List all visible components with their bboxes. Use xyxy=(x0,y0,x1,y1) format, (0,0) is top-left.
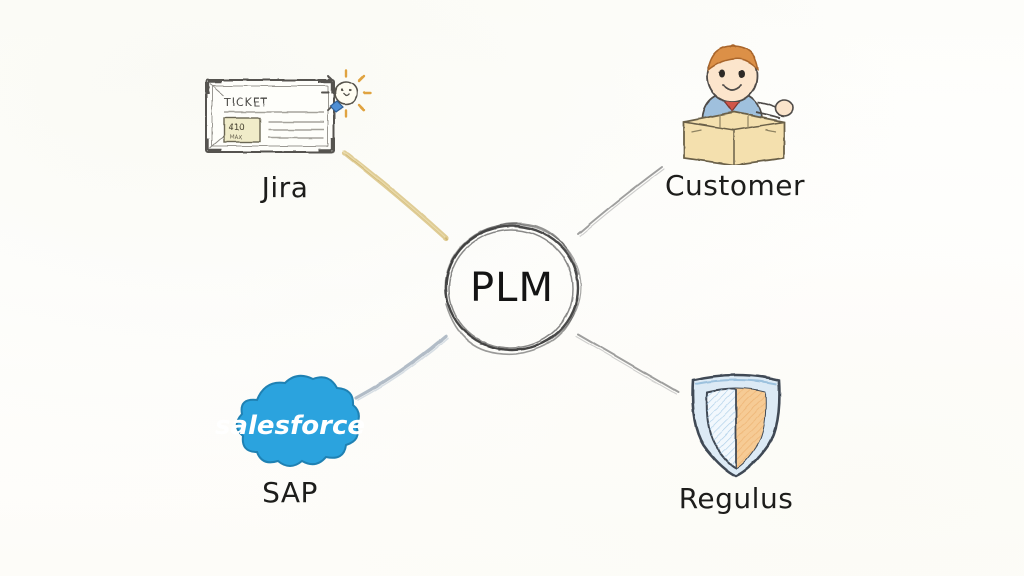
ticket-label: TICKET xyxy=(223,96,269,109)
hub-node-plm[interactable]: PLM xyxy=(432,212,592,364)
shield-icon xyxy=(681,366,791,478)
node-label-regulus: Regulus xyxy=(678,482,794,515)
node-label-customer: Customer xyxy=(664,169,805,202)
salesforce-cloud-icon: salesforce xyxy=(215,372,365,472)
node-label-jira: Jira xyxy=(261,171,309,204)
person-with-box-icon xyxy=(670,40,800,165)
edge-sap-plm xyxy=(354,334,449,401)
ticket-card-icon: TICKET 410 MAX xyxy=(198,62,373,167)
edge-regulus-plm xyxy=(575,333,679,395)
node-label-sap: SAP xyxy=(262,476,318,509)
hub-label: PLM xyxy=(470,265,554,311)
node-customer[interactable]: Customer xyxy=(635,40,835,202)
node-jira[interactable]: TICKET 410 MAX xyxy=(185,62,385,204)
svg-text:MAX: MAX xyxy=(229,134,242,141)
svg-text:410: 410 xyxy=(228,123,245,133)
edge-jira-plm xyxy=(342,150,449,241)
spark-burst-icon xyxy=(320,68,371,118)
salesforce-wordmark: salesforce xyxy=(215,411,365,441)
node-regulus[interactable]: Regulus xyxy=(636,366,836,515)
node-sap[interactable]: salesforce SAP xyxy=(190,372,390,509)
edge-customer-plm xyxy=(577,166,665,237)
sketch-circle xyxy=(444,222,582,356)
